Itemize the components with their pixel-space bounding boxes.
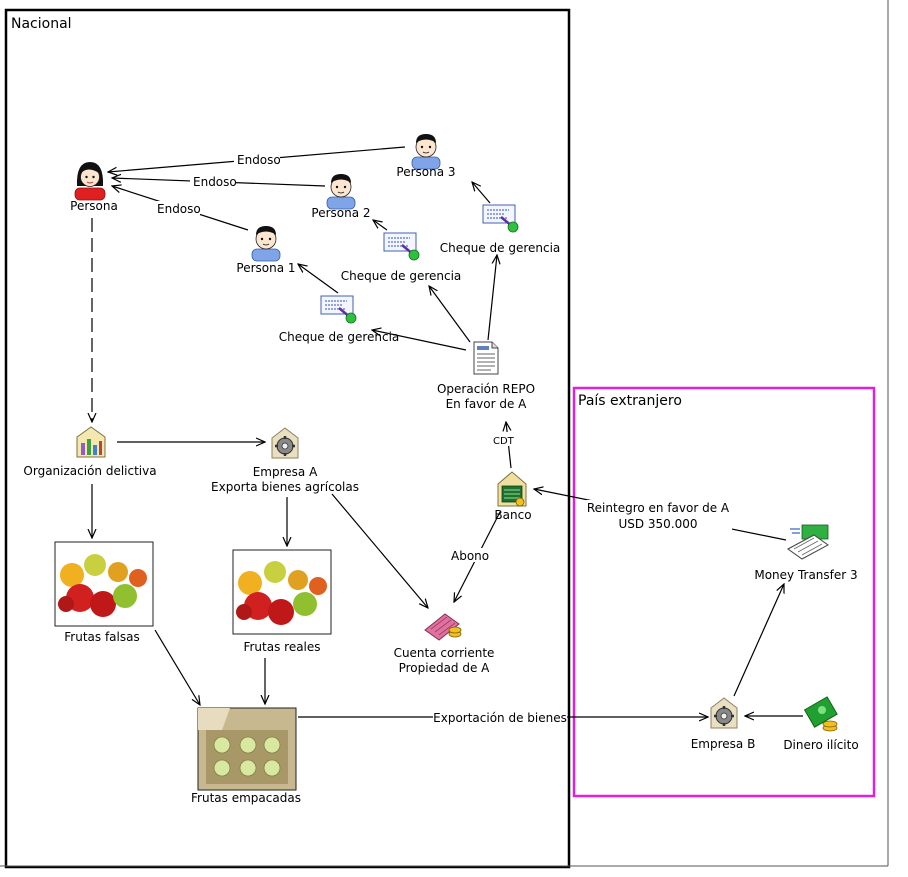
edge-label-abono: Abono xyxy=(451,549,489,563)
person-3-icon xyxy=(411,133,441,170)
node-persona: Persona xyxy=(70,199,118,213)
node-frutas-falsas: Frutas falsas xyxy=(64,630,139,644)
node-cheque-3: Cheque de gerencia xyxy=(440,241,561,255)
cheque-2-icon xyxy=(382,231,421,262)
person-1-icon xyxy=(251,225,281,262)
edge-repo-cheque2 xyxy=(429,286,471,343)
person-female-icon xyxy=(74,161,106,201)
packed-fruit-image xyxy=(197,707,297,791)
edge-label-reintegro-1: Reintegro en favor de A xyxy=(587,501,730,515)
node-empresa-a-line1: Empresa A xyxy=(253,465,318,479)
edge-empresa-a-cuenta xyxy=(331,493,428,608)
fruit-image-falsas xyxy=(54,541,154,627)
node-cheque-1: Cheque de gerencia xyxy=(279,330,400,344)
money-transfer-icon xyxy=(787,524,829,560)
account-icon xyxy=(424,613,462,641)
edge-cheque3-p3 xyxy=(472,182,491,204)
node-persona-1: Persona 1 xyxy=(236,261,295,275)
cheque-1-icon xyxy=(319,294,358,325)
region-extranjero-title: País extranjero xyxy=(578,393,682,409)
node-cuenta-line1: Cuenta corriente xyxy=(394,646,495,660)
edge-label-endoso-3: Endoso xyxy=(157,202,201,216)
node-frutas-reales: Frutas reales xyxy=(243,640,320,654)
person-2-icon xyxy=(326,173,356,210)
cheque-3-icon xyxy=(481,203,520,234)
node-repo-line2: En favor de A xyxy=(446,397,528,411)
node-cheque-2: Cheque de gerencia xyxy=(341,269,462,283)
edge-label-reintegro-2: USD 350.000 xyxy=(618,517,697,531)
node-frutas-empacadas: Frutas empacadas xyxy=(191,791,301,805)
edge-empresa-b-transfer xyxy=(733,584,784,697)
node-persona-2: Persona 2 xyxy=(311,206,370,220)
edge-label-cdt: CDT xyxy=(493,436,515,447)
region-nacional xyxy=(4,8,571,869)
edge-cheque2-p2 xyxy=(373,220,388,231)
edge-label-endoso-1: Endoso xyxy=(237,153,281,167)
gear-company-icon-a xyxy=(270,426,300,460)
organization-chart-icon xyxy=(76,426,106,458)
edge-falsas-empacadas xyxy=(154,629,200,705)
region-nacional-title: Nacional xyxy=(11,16,72,32)
node-banco: Banco xyxy=(494,508,531,522)
node-empresa-b: Empresa B xyxy=(691,737,756,751)
money-icon xyxy=(803,696,838,732)
node-dinero-ilicito: Dinero ilícito xyxy=(783,738,858,752)
edge-label-exportacion: Exportación de bienes xyxy=(433,711,567,725)
edge-cheque1-p1 xyxy=(298,264,339,294)
node-org: Organización delictiva xyxy=(23,464,156,478)
gear-company-icon-b xyxy=(709,696,739,730)
node-money-transfer: Money Transfer 3 xyxy=(754,568,857,582)
node-repo-line1: Operación REPO xyxy=(437,382,535,396)
node-empresa-a-line2: Exporta bienes agrícolas xyxy=(211,480,359,494)
region-extranjero xyxy=(572,386,876,798)
fruit-image-reales xyxy=(232,549,332,635)
node-persona-3: Persona 3 xyxy=(396,165,455,179)
edge-repo-cheque3 xyxy=(487,255,497,341)
bank-icon xyxy=(497,471,527,507)
node-cuenta-line2: Propiedad de A xyxy=(399,661,491,675)
edge-repo-cheque1 xyxy=(372,330,467,351)
document-icon xyxy=(473,341,499,375)
edge-label-endoso-2: Endoso xyxy=(193,175,237,189)
